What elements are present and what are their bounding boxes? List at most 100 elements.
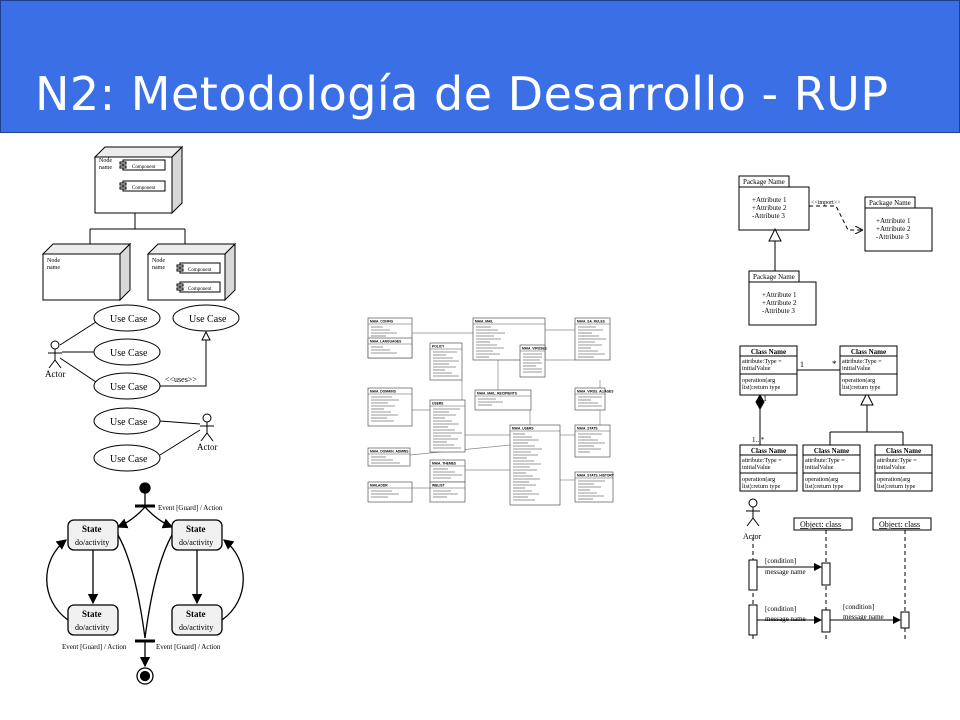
statechart-diagram [46, 482, 244, 685]
class-attribute: initialValue [842, 365, 871, 372]
class-operation: operation(arg [842, 377, 875, 384]
er-table-name: MAIA_SA_RULES [577, 320, 606, 324]
package-name: Package Name [869, 199, 911, 207]
component-label: Component [188, 268, 212, 273]
condition-label: [condition] [843, 603, 874, 611]
class-name: Class Name [814, 447, 849, 455]
er-table: MAILADDR [367, 481, 413, 503]
class-diagram [755, 369, 904, 445]
multiplicity-label: * [832, 359, 837, 369]
class-attribute: attribute:Type = [842, 358, 882, 365]
er-table-name: MAIA_VIRUS_ALIASES [577, 390, 614, 394]
class-attribute: initialValue [805, 464, 834, 471]
use-case-label: Use Case [110, 417, 148, 428]
class-multiplicity: 1 * 1 1...* [752, 359, 837, 444]
er-table-name: MAIA_STATS [577, 427, 598, 431]
uses-label: <<uses>> [165, 375, 197, 384]
usecase-labels: Use Case Use Case Use Case Use Case Use … [45, 314, 227, 465]
component-label: Component [188, 287, 212, 292]
package-diagram [738, 175, 933, 326]
er-table: MAIA_USERS [509, 424, 561, 506]
actor-icon [746, 498, 760, 527]
object-box [793, 517, 853, 531]
sequence-labels: Actor Object: class Object: class [condi… [743, 520, 920, 623]
class-operation: list):return type [842, 384, 881, 391]
multiplicity-label: 1 [763, 394, 767, 403]
use-case-ellipse [93, 444, 161, 472]
actor-label: Actor [743, 532, 762, 541]
er-table: MAIA_MAIL_RECIPIENTS [474, 389, 532, 411]
use-case-label: Use Case [110, 348, 148, 359]
state-title: State [82, 524, 102, 534]
class-attribute: attribute:Type = [742, 457, 782, 464]
class-attribute: initialValue [742, 464, 771, 471]
er-table-name: MAIA_MAIL_RECIPIENTS [477, 392, 518, 396]
slide-title: N2: Metodología de Desarrollo - RUP [35, 67, 889, 121]
er-table-name: POLICY [432, 345, 445, 349]
package-attribute: +Attribute 1 [752, 196, 787, 204]
transition-label: Event [Guard] / Action [156, 643, 221, 651]
package-name: Package Name [753, 273, 795, 281]
class-attribute: attribute:Type = [877, 457, 917, 464]
class-operation: operation(arg [742, 377, 775, 384]
state-activity: do/activity [75, 538, 109, 547]
class-operation: operation(arg [742, 476, 775, 483]
use-case-label: Use Case [110, 314, 148, 325]
package-attribute: -Attribute 3 [762, 307, 795, 315]
class-attribute: initialValue [877, 464, 906, 471]
class-operation: list):return type [742, 483, 781, 490]
package-box [864, 207, 933, 252]
er-table-name: MAIA_DOMAIN_ADMINS [370, 450, 409, 454]
package-attribute: +Attribute 2 [762, 299, 797, 307]
object-label: Object: class [800, 520, 841, 529]
object-label: Object: class [879, 520, 920, 529]
state-activity: do/activity [179, 623, 213, 632]
use-case-label: Use Case [110, 382, 148, 393]
package-name: Package Name [743, 178, 785, 186]
multiplicity-label: 1...* [752, 436, 765, 444]
er-table: WBLIST [429, 481, 466, 503]
title-bar: N2: Metodología de Desarrollo - RUP [0, 0, 960, 133]
er-table-name: MAIA_VIRUSES [522, 347, 548, 351]
er-table-name: MAIA_DOMAINS [370, 390, 397, 394]
transition-label: Event [Guard] / Action [158, 504, 223, 512]
message-label: message name [765, 615, 806, 623]
condition-label: [condition] [765, 605, 796, 613]
transition-label: Event [Guard] / Action [62, 643, 127, 651]
multiplicity-label: 1 [800, 360, 804, 369]
class-name: Class Name [751, 348, 786, 356]
class-operation: list):return type [877, 483, 916, 490]
er-table: MAIA_DOMAINS [367, 387, 413, 427]
package-attribute: +Attribute 2 [752, 204, 787, 212]
class-operation: operation(arg [805, 476, 838, 483]
er-table-name: MAIA_LANGUAGES [370, 340, 402, 344]
package-text-group: Package Name +Attribute 1 +Attribute 2 -… [743, 178, 911, 315]
state-activity: do/activity [75, 623, 109, 632]
er-table: MAIA_VIRUSES [519, 344, 548, 378]
use-case-ellipse [93, 304, 161, 332]
use-case-label: Use Case [110, 454, 148, 465]
state-title: State [82, 609, 102, 619]
er-table: MAIA_VIRUS_ALIASES [574, 387, 614, 411]
er-table: POLICY [429, 342, 463, 381]
import-label: <<import>> [811, 200, 841, 206]
package-attribute: -Attribute 3 [876, 233, 909, 241]
actor-label: Actor [45, 369, 66, 379]
class-attribute: attribute:Type = [805, 457, 845, 464]
package-attribute: +Attribute 1 [876, 217, 911, 225]
state-activity: do/activity [179, 538, 213, 547]
component-label: Component [132, 186, 156, 191]
actor-label: Actor [197, 442, 218, 452]
class-name: Class Name [886, 447, 921, 455]
actor-icon [200, 413, 214, 442]
er-table-name: MAIA_THEMES [432, 462, 457, 466]
